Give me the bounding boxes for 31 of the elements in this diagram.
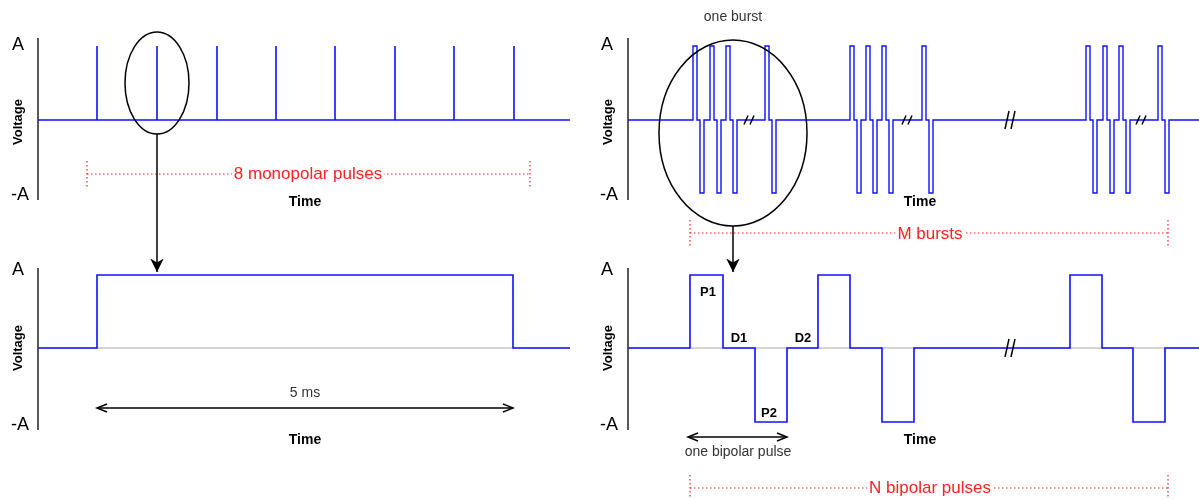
waveform [37,274,571,349]
axis-tick-label: -A [11,185,29,205]
arrow [150,133,164,273]
axis-title: Voltage [600,99,616,145]
axis-title: Voltage [10,325,26,371]
axis-tick-label: A [12,260,24,280]
axis-tick-label: -A [11,415,29,435]
axis-title: Time [288,194,322,210]
dimension-label: N bipolar pulses [867,478,993,498]
dimension-label: 8 monopolar pulses [231,164,385,184]
phase-label: D2 [794,330,812,346]
dimension-label: 5 ms [289,385,321,401]
callout-label: one burst [703,9,763,25]
dimension-label: one bipolar pulse [684,444,792,460]
axis-title: Voltage [10,99,26,145]
selection-ellipse [124,31,190,135]
axis-tick-label: A [12,35,24,55]
waveform [627,274,1199,423]
phase-label: D1 [730,330,748,346]
axis-tick-label: -A [600,415,618,435]
arrow [726,225,740,273]
axis-title: Time [903,432,937,448]
axis-tick-label: A [601,260,613,280]
axis-tick-label: -A [600,185,618,205]
axis-title: Time [288,432,322,448]
axis-tick-label: A [601,35,613,55]
axis-title: Voltage [600,325,616,371]
phase-label: P1 [700,284,716,300]
phase-label: P2 [761,405,777,421]
axis-title: Time [903,194,937,210]
selection-ellipse [658,39,808,227]
